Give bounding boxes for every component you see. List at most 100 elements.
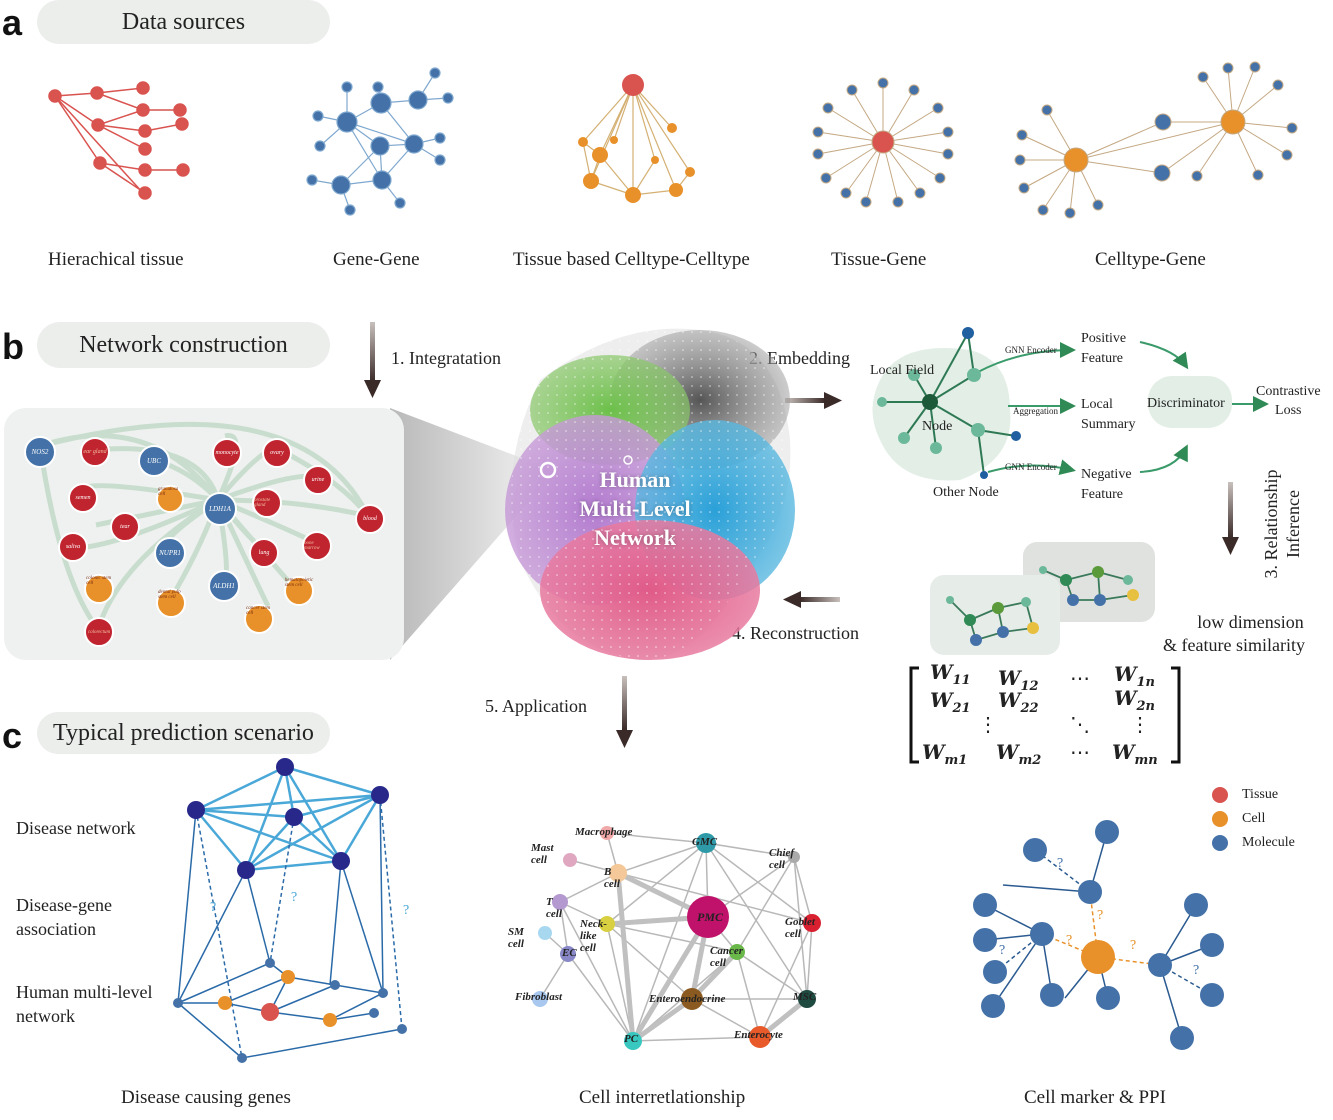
label-human-multilevel: Human multi-level network: [16, 980, 152, 1028]
label-node: Node: [922, 419, 953, 434]
panel-b-letter: b: [2, 326, 24, 367]
zoom-node-ovary: ovary: [262, 438, 292, 468]
dg-question-2: ?: [291, 890, 298, 905]
m-wmn-base: W: [1112, 740, 1135, 764]
zoom-node-cancer-stem: cancer stem cell: [244, 604, 274, 634]
zoom-node-saliva: saliva: [58, 532, 88, 562]
cell-label-mast: Mast cell: [531, 842, 554, 866]
panel-c-title: Typical prediction scenario: [37, 712, 330, 754]
dg-question-1: ?: [210, 900, 217, 915]
zoom-node-nupr1: NUPR1: [154, 537, 186, 569]
m-w2n-base: W: [1114, 686, 1137, 710]
ppi-question-6: ?: [1193, 963, 1200, 978]
cell-label-enteroendocrine: Enteroendocrine: [649, 993, 726, 1005]
weight-matrix: [909, 666, 1181, 764]
cell-label-t-cell: T cell: [546, 896, 562, 920]
cell-label-goblet: Goblet cell: [785, 916, 815, 940]
zoom-node-colorectum: colorectum: [84, 617, 114, 647]
zoom-node-ear-gland: ear gland: [80, 437, 110, 467]
cell-label-enterocyte: Enterocyte: [734, 1029, 783, 1041]
cell-marker-ppi-graph: [973, 820, 1224, 1050]
m-wm1: m1: [944, 753, 968, 768]
similarity-2: & feature similarity: [1163, 635, 1305, 655]
embedded-graph-cards: [930, 542, 1155, 655]
ppi-question-4: ?: [1130, 938, 1137, 953]
zoom-node-nos2: NOS2: [24, 436, 56, 468]
legend-tissue-dot: [1212, 787, 1228, 803]
local-1: Local: [1081, 397, 1113, 412]
celltype-gene-graph: [1014, 61, 1298, 219]
cell-label-b-cell: B cell: [604, 866, 620, 890]
human-ml-2: network: [16, 1006, 75, 1026]
ppi-question-5: ?: [999, 943, 1006, 958]
legend-tissue-label: Tissue: [1242, 787, 1279, 802]
m-wm2-base: W: [996, 740, 1019, 764]
m-w1n-base: W: [1114, 662, 1137, 686]
legend-molecule: Molecule: [1212, 835, 1295, 851]
ppi-question-1: ?: [1057, 856, 1064, 871]
human-ml-1: Human multi-level: [16, 982, 153, 1002]
label-local-field: Local Field: [870, 363, 935, 378]
legend-molecule-dot: [1212, 835, 1228, 851]
step-application: 5. Application: [485, 696, 587, 716]
similarity-1: low dimension: [1197, 612, 1304, 632]
cell-label-pc: PC: [624, 1033, 639, 1045]
caption-hierarchical-tissue: Hierachical tissue: [48, 249, 184, 270]
positive-1: Positive: [1081, 331, 1127, 346]
zoom-node-blood: blood: [355, 504, 385, 534]
legend-tissue: Tissue: [1212, 787, 1278, 803]
zoom-node-monocyte: monocyte: [212, 438, 242, 468]
embedding-diagram: [872, 327, 1269, 481]
m-vdots-2: ⋮: [1130, 712, 1150, 736]
gene-gene-graph: [306, 67, 454, 216]
disease-gene-2: association: [16, 919, 96, 939]
contrastive-2: Loss: [1275, 403, 1302, 418]
panel-a-letter: a: [2, 2, 23, 43]
panel-c-letter: c: [2, 715, 23, 756]
disease-network-graph: [173, 758, 407, 1063]
zoom-node-granulosa: granulosa cell: [156, 485, 184, 513]
caption-cell-interrelationship: Cell interretlationship: [579, 1087, 746, 1108]
label-discriminator: Discriminator: [1147, 396, 1225, 411]
caption-gene-gene: Gene-Gene: [333, 249, 420, 270]
m-w11: 11: [952, 673, 971, 688]
cell-label-chief: Chief cell: [769, 847, 795, 871]
m-ddots: ⋱: [1070, 712, 1090, 736]
step-integration: 1. Integratation: [391, 348, 501, 368]
cell-label-cancer: Cancer cell: [710, 945, 743, 969]
m-w12-base: W: [998, 666, 1021, 690]
panel-b-title: Network construction: [37, 322, 330, 368]
tissue-gene-graph: [812, 77, 954, 208]
central-line3: Network: [594, 525, 676, 550]
zoom-node-ubc: UBC: [138, 445, 170, 477]
caption-tissue-gene: Tissue-Gene: [831, 249, 927, 270]
cell-label-fibroblast: Fibroblast: [515, 991, 563, 1003]
caption-disease-causing-genes: Disease causing genes: [121, 1087, 291, 1108]
zoom-node-lung: lung: [249, 538, 279, 568]
zoom-node-bone-marrow: bone marrow: [302, 531, 332, 561]
zoom-node-ldhia: LDH1A: [203, 492, 237, 526]
m-w21: 21: [952, 701, 971, 716]
legend-cell-dot: [1212, 811, 1228, 827]
m-hdots-1: ⋯: [1070, 666, 1090, 690]
panel-a-title: Data sources: [37, 0, 330, 44]
cell-label-gmc: GMC: [692, 836, 718, 848]
label-gnn-encoder-top: GNN Encoder: [1005, 345, 1057, 355]
m-wmn: mn: [1134, 753, 1158, 768]
legend-molecule-label: Molecule: [1242, 835, 1295, 850]
label-other-node: Other Node: [933, 485, 999, 500]
celltype-celltype-graph: [578, 74, 695, 203]
zoom-node-aldh1: ALDH1: [208, 570, 240, 602]
caption-celltype-gene: Celltype-Gene: [1095, 249, 1206, 270]
matrix-cells: W11 W12 ⋯ W1n W21 W22 W2n ⋮ ⋱ ⋮ Wm1 Wm2 …: [922, 660, 1170, 770]
central-network: [505, 328, 795, 660]
hierarchical-tissue-graph: [48, 81, 190, 200]
ppi-question-3: ?: [1066, 933, 1073, 948]
zoom-node-semen: semen: [68, 483, 98, 513]
cell-network-graph: [532, 826, 821, 1050]
